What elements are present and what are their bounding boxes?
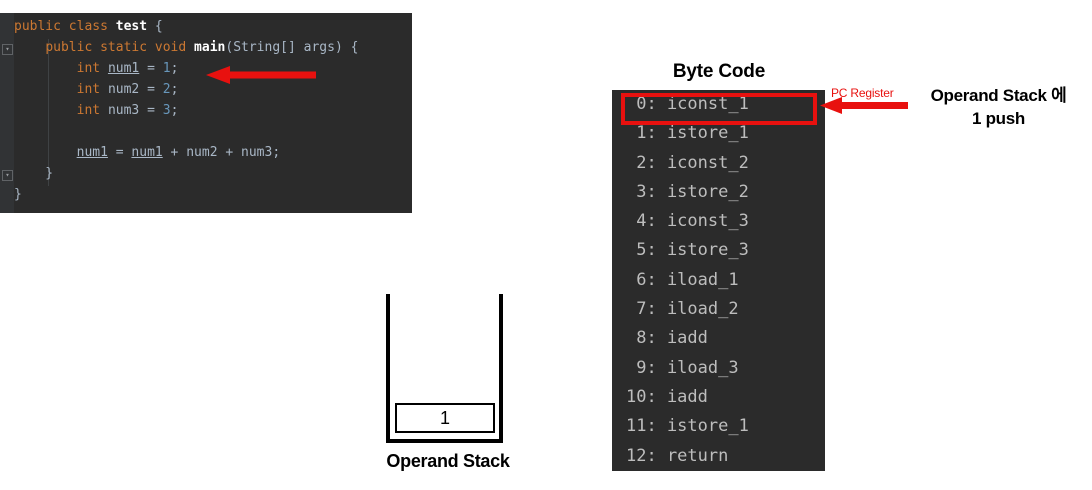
- code-token: [14, 40, 45, 55]
- bytecode-row[interactable]: 1: istore_1: [626, 123, 749, 144]
- code-token: =: [107, 145, 132, 160]
- code-token: num1: [131, 145, 163, 160]
- bytecode-row[interactable]: 11: istore_1: [626, 416, 749, 437]
- bytecode-title: Byte Code: [672, 61, 766, 82]
- code-token: ) {: [334, 40, 359, 55]
- bytecode-row[interactable]: 5: istore_3: [626, 240, 749, 261]
- code-token: int: [76, 61, 108, 76]
- code-line: int num1 = 1;: [14, 58, 412, 79]
- code-token: num3: [241, 145, 273, 160]
- pc-register-label: PC Register: [831, 86, 894, 100]
- bytecode-row[interactable]: 0: iconst_1: [626, 94, 749, 114]
- bytecode-row[interactable]: 10: iadd: [626, 386, 708, 407]
- code-line: int num2 = 2;: [14, 79, 412, 100]
- code-token: }: [14, 166, 54, 181]
- code-token: main: [194, 40, 226, 55]
- code-token: int: [76, 82, 108, 97]
- indent-guide: [48, 39, 49, 186]
- bytecode-row[interactable]: 8: iadd: [626, 328, 708, 349]
- code-token: +: [162, 145, 187, 160]
- operand-stack-container: [386, 294, 503, 443]
- code-token: public: [45, 40, 101, 55]
- fold-chevron-icon[interactable]: ▾: [2, 44, 13, 55]
- code-token: [14, 103, 77, 118]
- push-note-line1: Operand Stack 에: [930, 86, 1067, 105]
- operand-stack-diagram: 1 Operand Stack: [386, 294, 511, 471]
- code-token: num1: [107, 61, 140, 76]
- bytecode-row[interactable]: 4: iconst_3: [626, 211, 749, 232]
- code-token: class: [68, 19, 116, 34]
- code-line-list: public class test { public static void m…: [14, 16, 412, 205]
- operand-stack-cell: 1: [395, 403, 495, 433]
- java-source-editor[interactable]: ▾ ▾ public class test { public static vo…: [0, 13, 412, 213]
- code-token: num1: [76, 145, 108, 160]
- bytecode-row[interactable]: 2: iconst_2: [626, 152, 749, 173]
- code-token: static: [100, 40, 155, 55]
- code-token: public: [14, 19, 69, 34]
- code-token: }: [14, 187, 22, 202]
- code-token: 1: [162, 61, 171, 76]
- code-line: public static void main(String[] args) {: [14, 37, 412, 58]
- editor-gutter: ▾ ▾: [0, 13, 14, 213]
- code-line: public class test {: [14, 16, 412, 37]
- code-token: test: [115, 19, 148, 34]
- code-token: num3: [107, 103, 140, 118]
- code-token: [14, 145, 77, 160]
- code-token: ;: [272, 145, 281, 160]
- code-token: num2: [186, 145, 218, 160]
- code-token: 2: [162, 82, 171, 97]
- bytecode-row[interactable]: 9: iload_3: [626, 357, 739, 378]
- code-token: 3: [162, 103, 171, 118]
- code-token: {: [147, 19, 163, 34]
- operand-push-note: Operand Stack 에 1 push: [905, 84, 1092, 130]
- bytecode-panel[interactable]: 0: iconst_1 1: istore_1 2: iconst_2 3: i…: [612, 90, 825, 471]
- push-note-line2: 1 push: [972, 109, 1025, 128]
- code-token: ;: [170, 103, 179, 118]
- code-pointer-arrow: [206, 66, 316, 84]
- code-token: (: [225, 40, 234, 55]
- code-token: ;: [170, 61, 179, 76]
- code-token: =: [139, 61, 163, 76]
- fold-chevron-icon[interactable]: ▾: [2, 170, 13, 181]
- code-token: ;: [170, 82, 179, 97]
- bytecode-row[interactable]: 3: istore_2: [626, 181, 749, 202]
- bytecode-row[interactable]: 12: return: [626, 445, 729, 466]
- code-token: =: [139, 103, 163, 118]
- bytecode-row[interactable]: 7: iload_2: [626, 299, 739, 320]
- bytecode-row-list: 0: iconst_1 1: istore_1 2: iconst_2 3: i…: [612, 90, 825, 471]
- code-token: +: [217, 145, 242, 160]
- code-token: num2: [107, 82, 140, 97]
- code-line: }: [14, 184, 412, 205]
- pc-register-arrow: [820, 97, 908, 114]
- code-token: =: [139, 82, 163, 97]
- code-line: [14, 121, 412, 142]
- code-token: int: [76, 103, 108, 118]
- code-line: }: [14, 163, 412, 184]
- code-token: [14, 61, 77, 76]
- code-token: void: [154, 40, 195, 55]
- code-line: num1 = num1 + num2 + num3;: [14, 142, 412, 163]
- code-token: [14, 82, 77, 97]
- code-line: int num3 = 3;: [14, 100, 412, 121]
- code-token: String[] args: [233, 40, 335, 55]
- bytecode-row[interactable]: 6: iload_1: [626, 269, 739, 290]
- operand-stack-label: Operand Stack: [386, 451, 510, 471]
